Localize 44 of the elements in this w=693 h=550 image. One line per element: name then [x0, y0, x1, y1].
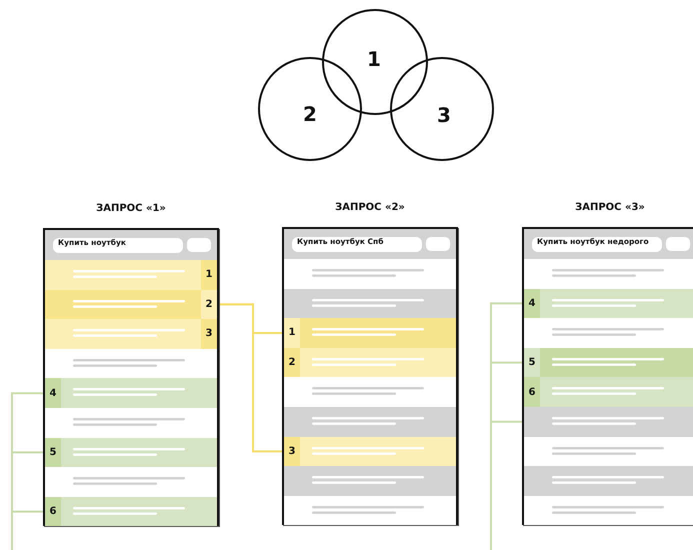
rank-tab: 3 [284, 436, 300, 466]
highlighted-result-row [284, 436, 456, 466]
rank-tab: 2 [284, 348, 300, 378]
highlighted-result-row [524, 466, 693, 496]
rank-tab: 1 [284, 318, 300, 348]
highlighted-result-row [45, 496, 217, 526]
venn-circle [322, 9, 428, 115]
rank-tab: 5 [524, 348, 540, 378]
highlighted-result-row [45, 290, 217, 320]
highlighted-result-row [524, 377, 693, 407]
highlighted-result-row [524, 288, 693, 318]
rank-tab: 6 [524, 377, 540, 407]
search-bar [284, 229, 456, 259]
query-heading: ЗАПРОС «1» [95, 203, 167, 214]
venn-circle [390, 57, 494, 161]
highlighted-result-row [45, 260, 217, 290]
venn-circle [258, 57, 362, 161]
highlighted-result-row [524, 406, 693, 437]
rank-tab: 1 [201, 260, 217, 290]
set-number: 3 [437, 103, 451, 127]
highlighted-result-row [284, 288, 456, 318]
rank-tab: 6 [45, 496, 61, 526]
highlighted-result-row [45, 438, 217, 468]
set-number: 1 [367, 47, 381, 71]
rank-tab: 4 [45, 378, 61, 408]
highlighted-result-row [284, 406, 456, 437]
connector-line [11, 510, 43, 550]
rank-tab: 2 [201, 290, 217, 320]
connector-line [490, 420, 522, 550]
rank-tab: 5 [45, 438, 61, 468]
query-heading: ЗАПРОС «2» [334, 202, 406, 213]
highlighted-result-row [284, 466, 456, 496]
search-bar [45, 230, 217, 260]
highlighted-result-row [45, 378, 217, 408]
connector-line [219, 303, 282, 452]
query-heading: ЗАПРОС «3» [574, 202, 646, 213]
rank-tab: 4 [524, 288, 540, 318]
rank-tab: 3 [201, 319, 217, 349]
highlighted-result-row [284, 348, 456, 378]
highlighted-result-row [524, 348, 693, 378]
set-number: 2 [303, 102, 317, 126]
search-bar [524, 229, 693, 259]
highlighted-result-row [45, 319, 217, 349]
highlighted-result-row [284, 318, 456, 348]
